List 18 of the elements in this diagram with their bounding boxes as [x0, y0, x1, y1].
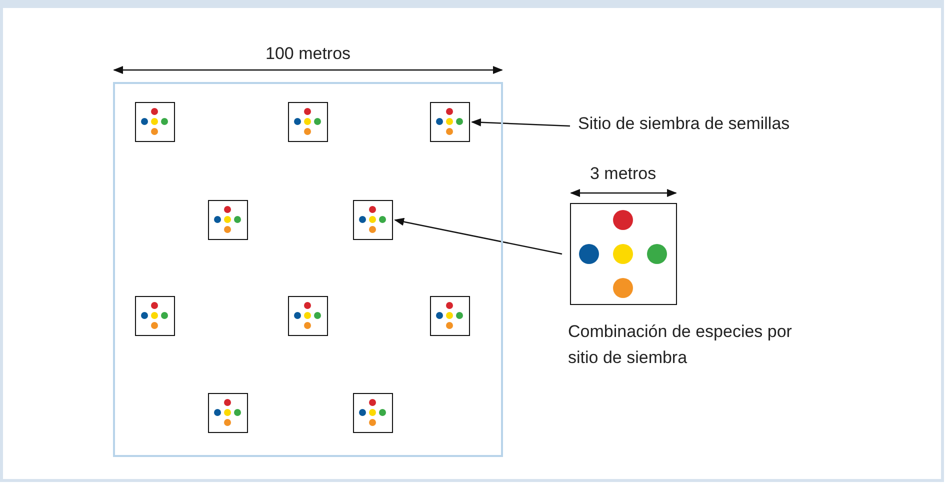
dimension-label: 100 metros	[266, 44, 351, 64]
seeding-site	[430, 296, 470, 336]
arrow	[471, 118, 570, 127]
seeding-site	[430, 102, 470, 142]
arrow	[394, 218, 562, 255]
field-plot	[113, 82, 503, 457]
seeding-site	[353, 200, 393, 240]
caption-text: Combinación de especies por sitio de siembra	[568, 321, 793, 369]
callout-label: Sitio de siembra de semillas	[578, 114, 858, 138]
seeding-site	[353, 393, 393, 433]
seeding-site	[135, 296, 175, 336]
seeding-site	[288, 102, 328, 142]
seeding-site	[135, 102, 175, 142]
dimension-label: 3 metros	[590, 164, 656, 184]
seeding-site	[208, 393, 248, 433]
seeding-site	[208, 200, 248, 240]
seeding-site	[288, 296, 328, 336]
enlarged-seeding-site	[570, 203, 677, 305]
